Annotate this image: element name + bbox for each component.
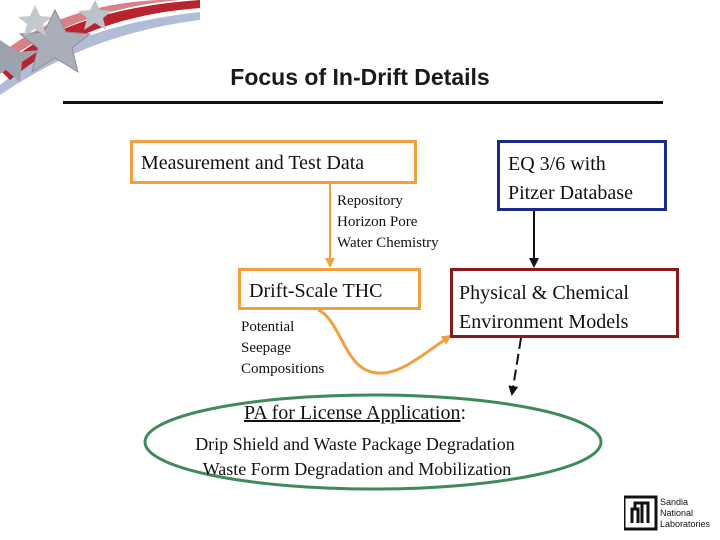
phys-label-line2: Environment Models [459,311,629,333]
sandia-logo: Sandia National Laboratories [624,495,711,531]
measurement-test-data-box: Measurement and Test Data [130,140,417,184]
pa-title-colon: : [460,402,467,424]
repo-line2: Horizon Pore [337,214,418,230]
page-title: Focus of In-Drift Details [230,64,490,90]
thc-label: Drift-Scale THC [249,280,383,302]
drift-scale-thc-box: Drift-Scale THC [238,268,421,310]
repo-line1: Repository [337,193,403,209]
eq36-pitzer-box: EQ 3/6 with Pitzer Database [497,140,667,211]
logo-line2: National [660,508,693,518]
measurement-label: Measurement and Test Data [141,152,365,174]
pa-title-underlined: PA for License Application [243,402,461,424]
arrow-thc-to-physical [317,308,452,375]
seep-line2: Seepage [241,340,291,356]
eq-label-line2: Pitzer Database [508,182,633,204]
arrow-physical-to-pa [508,337,522,396]
pa-line-drip-shield: Drip Shield and Waste Package Degradatio… [195,434,515,454]
repository-water-chemistry-label: Repository Horizon Pore Water Chemistry [337,191,439,254]
seep-line3: Compositions [241,361,325,377]
title-divider [63,101,663,104]
seepage-compositions-label: Potential Seepage Compositions [241,317,324,380]
eq-label-line1: EQ 3/6 with [508,153,606,175]
repo-line3: Water Chemistry [337,235,439,251]
logo-line3: Laboratories [660,519,711,529]
logo-line1: Sandia [660,497,688,507]
pa-ellipse [143,393,603,491]
pa-line-waste-form: Waste Form Degradation and Mobilization [202,459,512,479]
phys-label-line1: Physical & Chemical [459,282,629,304]
physical-chemical-models-box: Physical & Chemical Environment Models [450,268,679,338]
seep-line1: Potential [241,319,295,335]
pa-title: PA for License Application: [0,402,715,425]
star-banner-logo [0,0,200,95]
